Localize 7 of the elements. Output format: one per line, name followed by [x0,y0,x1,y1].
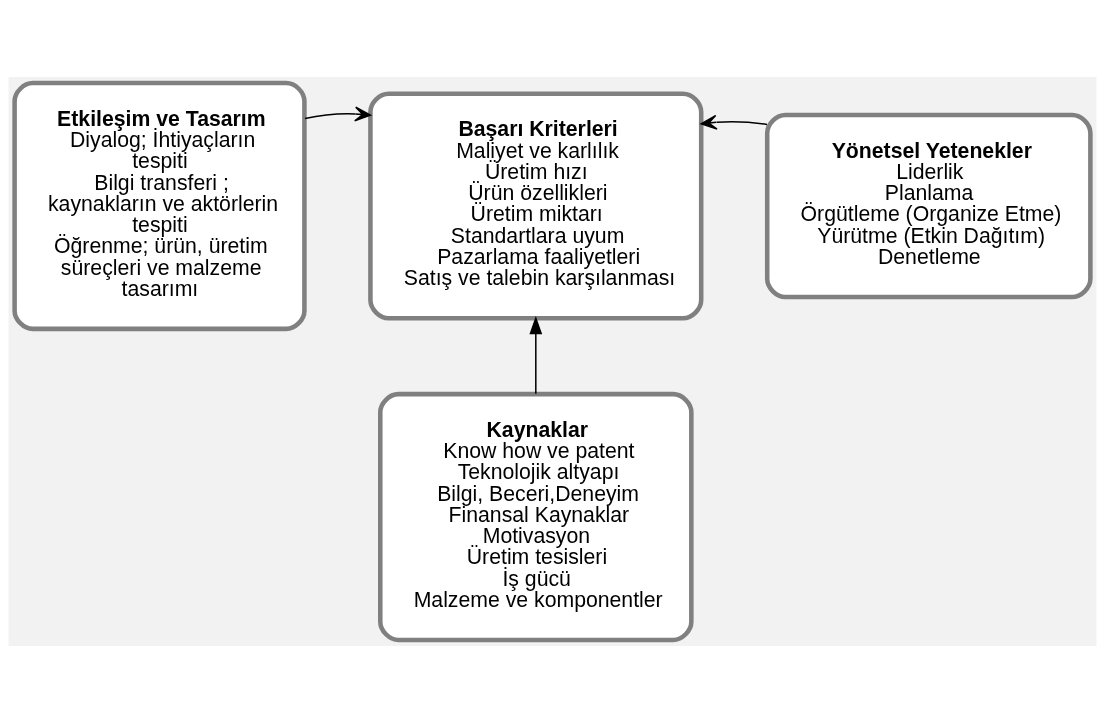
node-box: Başarı Kriterleri Maliyet ve karlılık Üretim hızı Ürün özellikleri Üretim miktarı Standartlara uyum Pazarlama faaliyetleri Satış ve talebin karşılanması [368,90,704,321]
arrow [700,114,768,130]
node-box: Yönetsel Yetenekler Liderlik Planlama Örgütleme (Organize Etme) Yürütme (Etkin Dağıtım) Denetleme [764,112,1093,299]
arrow [529,315,543,394]
arrow [304,105,372,122]
node-box: Etkileşim ve Tasarım Diyalog; İhtiyaçların tespiti Bilgi transferi ; kaynakların ve aktörlerin tespiti Öğrenme; ürün, üretim süreçleri ve malzeme tasarımı [12,80,307,331]
node-box: Kaynaklar Know how ve patent Teknolojik altyapı Bilgi, Beceri,Deneyim Finansal Kaynaklar Motivasyon Üretim tesisleri İş gücü Malzeme ve komponentler [378,391,694,642]
